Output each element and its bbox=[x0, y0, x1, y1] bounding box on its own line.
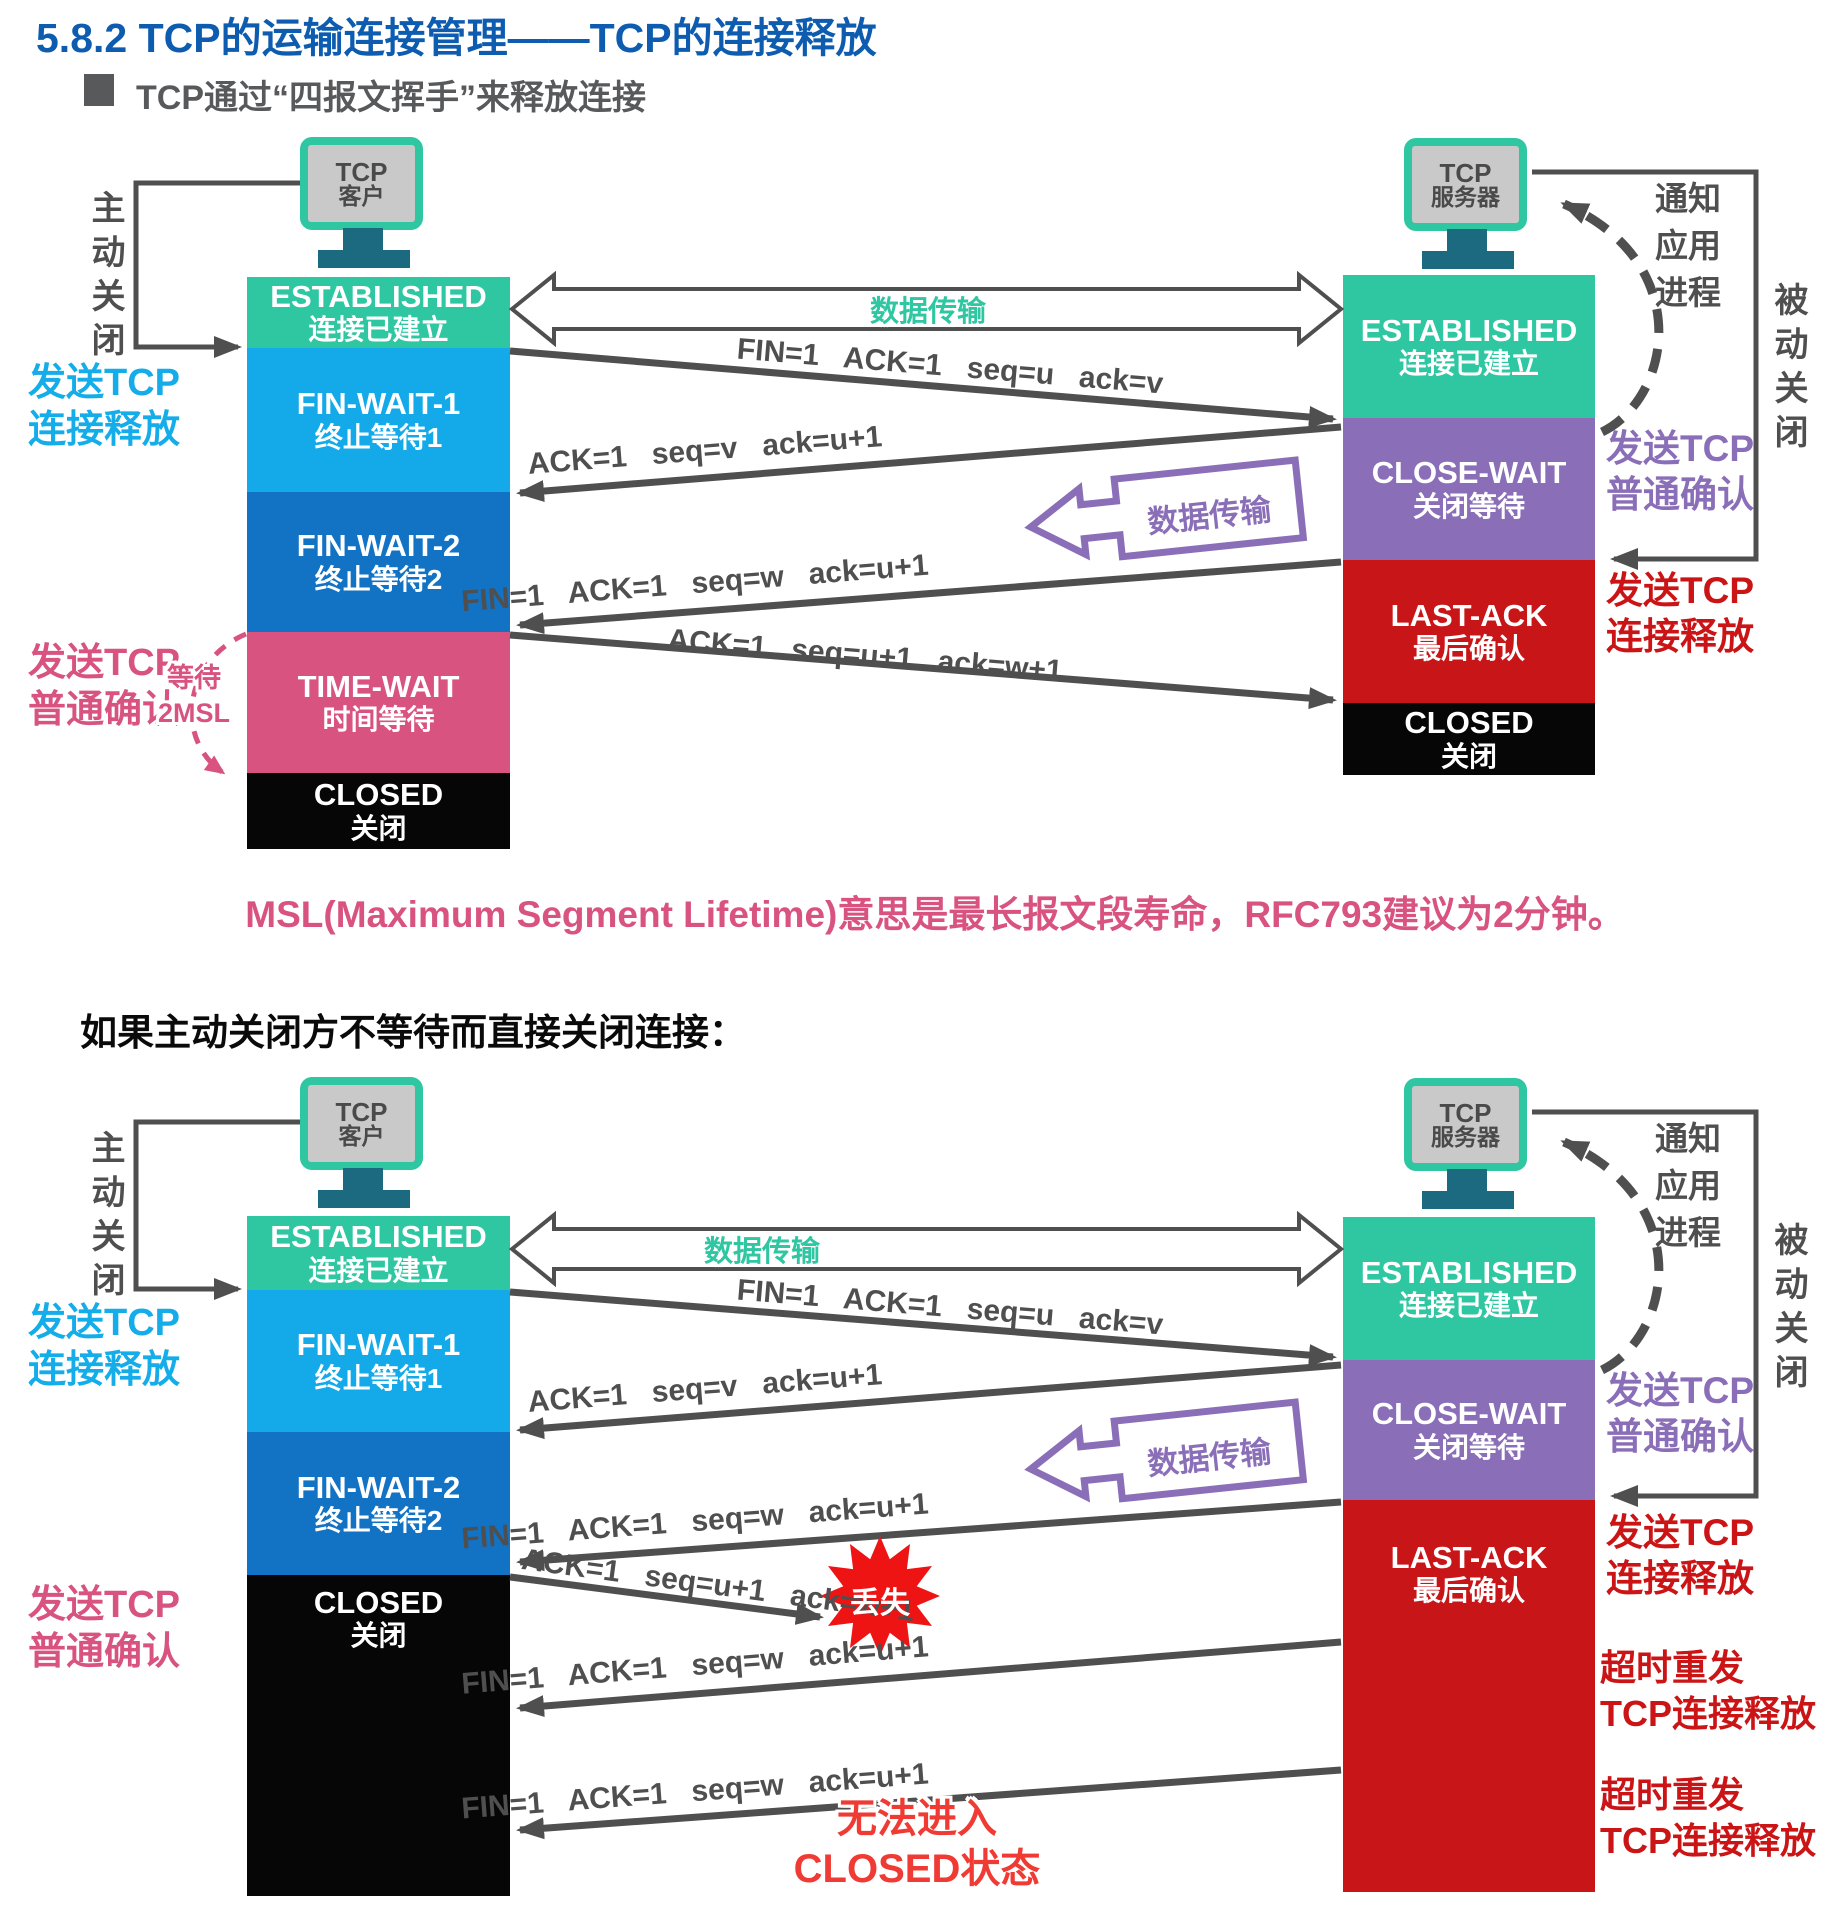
data-transfer-double-arrow bbox=[508, 1210, 1345, 1288]
data-transfer-label: 数据传输 bbox=[869, 296, 987, 328]
msg-fin-seq-w: FIN=1 ACK=1 seq=w ack=u+1 bbox=[460, 548, 930, 619]
data-transfer-callout-label: 数据传输 bbox=[1145, 1434, 1273, 1482]
msg-fin-seq-u: FIN=1 ACK=1 seq=u ack=v bbox=[735, 332, 1165, 401]
passive-close-label: 被动关闭 bbox=[1769, 282, 1807, 458]
msg-fin-seq-u: FIN=1 ACK=1 seq=u ack=v bbox=[735, 1273, 1165, 1342]
bullet-icon bbox=[84, 74, 114, 106]
msg-ack-seq-u1: ACK=1 seq=u+1 ack=w+1 bbox=[666, 623, 1064, 688]
monitor-stand bbox=[343, 228, 383, 252]
section2-heading: 如果主动关闭方不等待而直接关闭连接： bbox=[80, 1012, 746, 1053]
active-close-label: 主动关闭 bbox=[86, 190, 124, 366]
monitor-stand bbox=[318, 250, 410, 268]
subtitle: TCP通过“四报文挥手”来释放连接 bbox=[136, 79, 646, 117]
notify-app-process-label: 通知应用进程 bbox=[1655, 180, 1721, 311]
data-transfer-callout-label: 数据传输 bbox=[1145, 492, 1273, 540]
active-close-label: 主动关闭 bbox=[86, 1130, 124, 1306]
monitor-stand bbox=[1447, 1169, 1487, 1193]
msl-note: MSL(Maximum Segment Lifetime)意思是最长报文段寿命，… bbox=[245, 894, 1625, 935]
page-title: 5.8.2 TCP的运输连接管理——TCP的连接释放 bbox=[36, 15, 877, 61]
notify-app-process-label: 通知应用进程 bbox=[1655, 1120, 1721, 1251]
monitor-stand bbox=[1422, 251, 1514, 269]
msg-fin-resend-1: FIN=1 ACK=1 seq=w ack=u+1 bbox=[460, 1630, 930, 1701]
monitor-stand bbox=[1422, 1191, 1514, 1209]
monitor-stand bbox=[1447, 229, 1487, 253]
msg-ack-seq-v: ACK=1 seq=v ack=u+1 bbox=[526, 1358, 884, 1419]
data-transfer-label: 数据传输 bbox=[703, 1236, 821, 1268]
monitor-stand bbox=[343, 1168, 383, 1192]
msg-ack-seq-v: ACK=1 seq=v ack=u+1 bbox=[526, 420, 884, 481]
monitor-stand bbox=[318, 1190, 410, 1208]
passive-close-label: 被动关闭 bbox=[1769, 1222, 1807, 1398]
lost-label: 丢失 bbox=[850, 1587, 910, 1620]
